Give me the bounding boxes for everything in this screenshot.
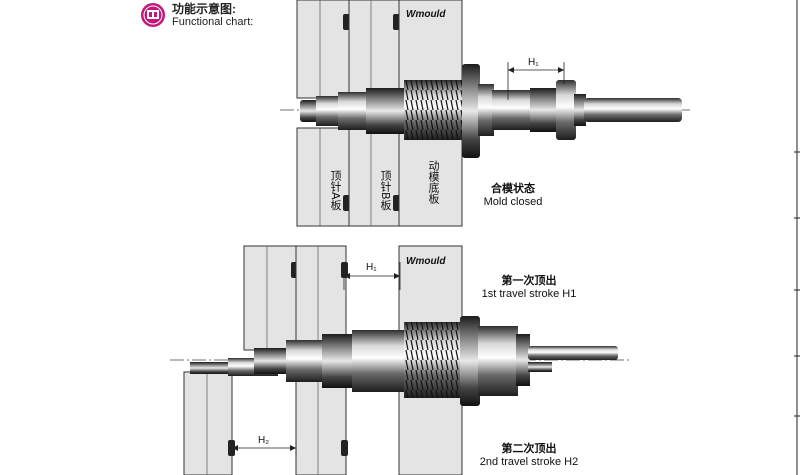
ejector-plate-a bbox=[296, 0, 350, 99]
dimension-h2: H₂ bbox=[258, 435, 270, 446]
chart-title-cn: 功能示意图: bbox=[172, 2, 236, 16]
ejector-plate-b bbox=[348, 0, 400, 99]
state-stroke1-label: 第一次顶出 1st travel stroke H1 bbox=[464, 272, 594, 300]
dimension-h1-bottom: H₁ bbox=[366, 262, 377, 273]
brand-label-top: Wmould bbox=[406, 9, 446, 20]
plate-b-label: 顶针B板 bbox=[379, 170, 392, 211]
dimension-h1-top: H₁ bbox=[528, 57, 539, 68]
support-plate bbox=[183, 371, 233, 475]
state-stroke2-label: 第二次顶出 2nd travel stroke H2 bbox=[464, 440, 594, 468]
brand-label-bottom: Wmould bbox=[406, 256, 446, 267]
mold-closed-assembly bbox=[280, 0, 690, 227]
state-closed-en: Mold closed bbox=[483, 196, 543, 208]
state-stroke1-en: 1st travel stroke H1 bbox=[481, 288, 577, 300]
right-border-marks bbox=[794, 0, 800, 475]
chart-title-en: Functional chart: bbox=[172, 16, 254, 28]
state-closed-label: 合模状态 Mold closed bbox=[468, 180, 558, 208]
chart-header: 功能示意图: Functional chart: bbox=[172, 2, 254, 29]
state-stroke1-cn: 第一次顶出 bbox=[501, 275, 557, 287]
plate-a-label: 顶针A板 bbox=[329, 170, 342, 211]
state-stroke2-en: 2nd travel stroke H2 bbox=[479, 456, 579, 468]
state-closed-cn: 合模状态 bbox=[491, 183, 535, 195]
state-stroke2-cn: 第二次顶出 bbox=[501, 443, 557, 455]
brand-logo-icon bbox=[141, 3, 165, 27]
stroke-assembly bbox=[170, 245, 630, 475]
plate-c-label: 动模底板 bbox=[427, 160, 440, 204]
